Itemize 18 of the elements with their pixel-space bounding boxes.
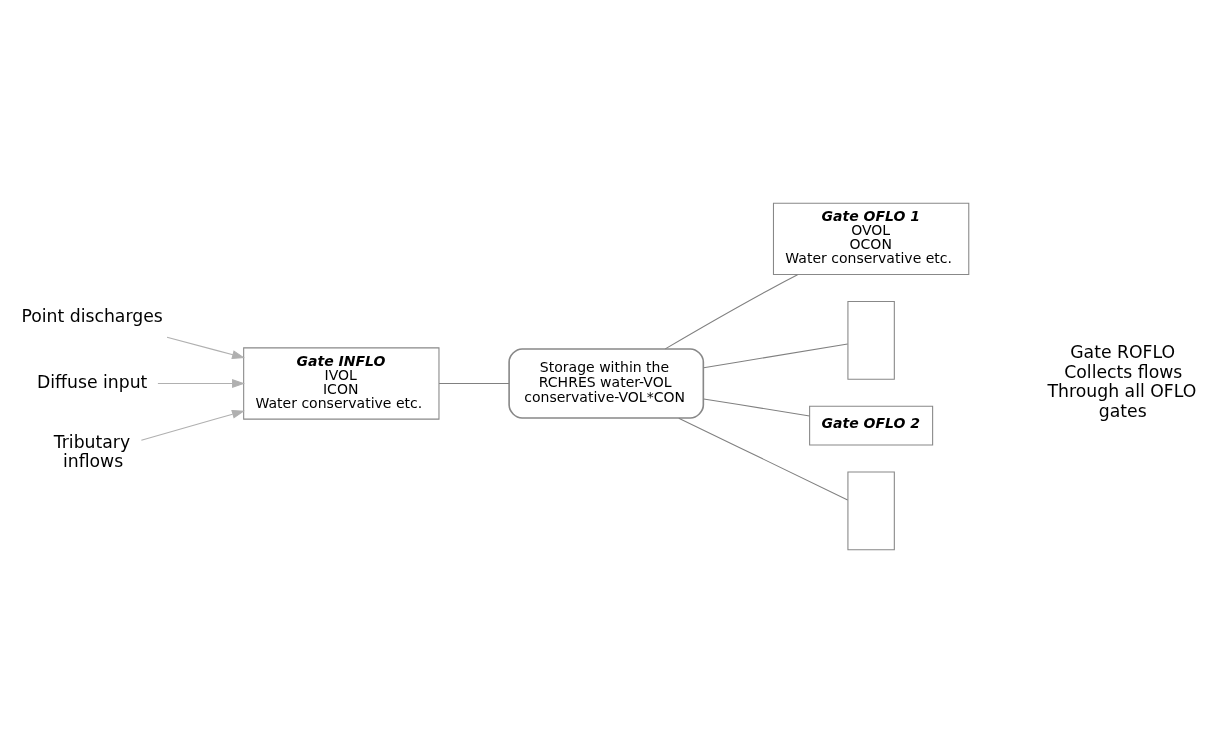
node-box: Storage within the RCHRES water-VOL conservative-VOL*CON <box>508 348 705 419</box>
node-box <box>847 471 895 551</box>
node-text: Gate ROFLO Collects flows Through all OFLO gates <box>1047 342 1197 421</box>
connector <box>703 343 849 369</box>
connector <box>703 398 811 417</box>
arrow <box>166 336 245 360</box>
connector <box>438 382 510 385</box>
node-box <box>847 300 895 380</box>
node-box: Gate INFLO IVOL ICON Water conservative etc. <box>243 347 440 420</box>
node-text: Tributary inflows <box>53 432 131 472</box>
node-text: Point discharges <box>21 305 163 326</box>
arrow <box>157 378 246 389</box>
node-box: Gate OFLO 2 <box>809 405 934 446</box>
node-box: Gate OFLO 1 OVOL OCON Water conservative etc. <box>772 202 970 276</box>
connector <box>678 417 849 501</box>
node-text: Diffuse input <box>37 371 148 392</box>
connector <box>664 274 799 350</box>
arrow <box>140 409 245 441</box>
